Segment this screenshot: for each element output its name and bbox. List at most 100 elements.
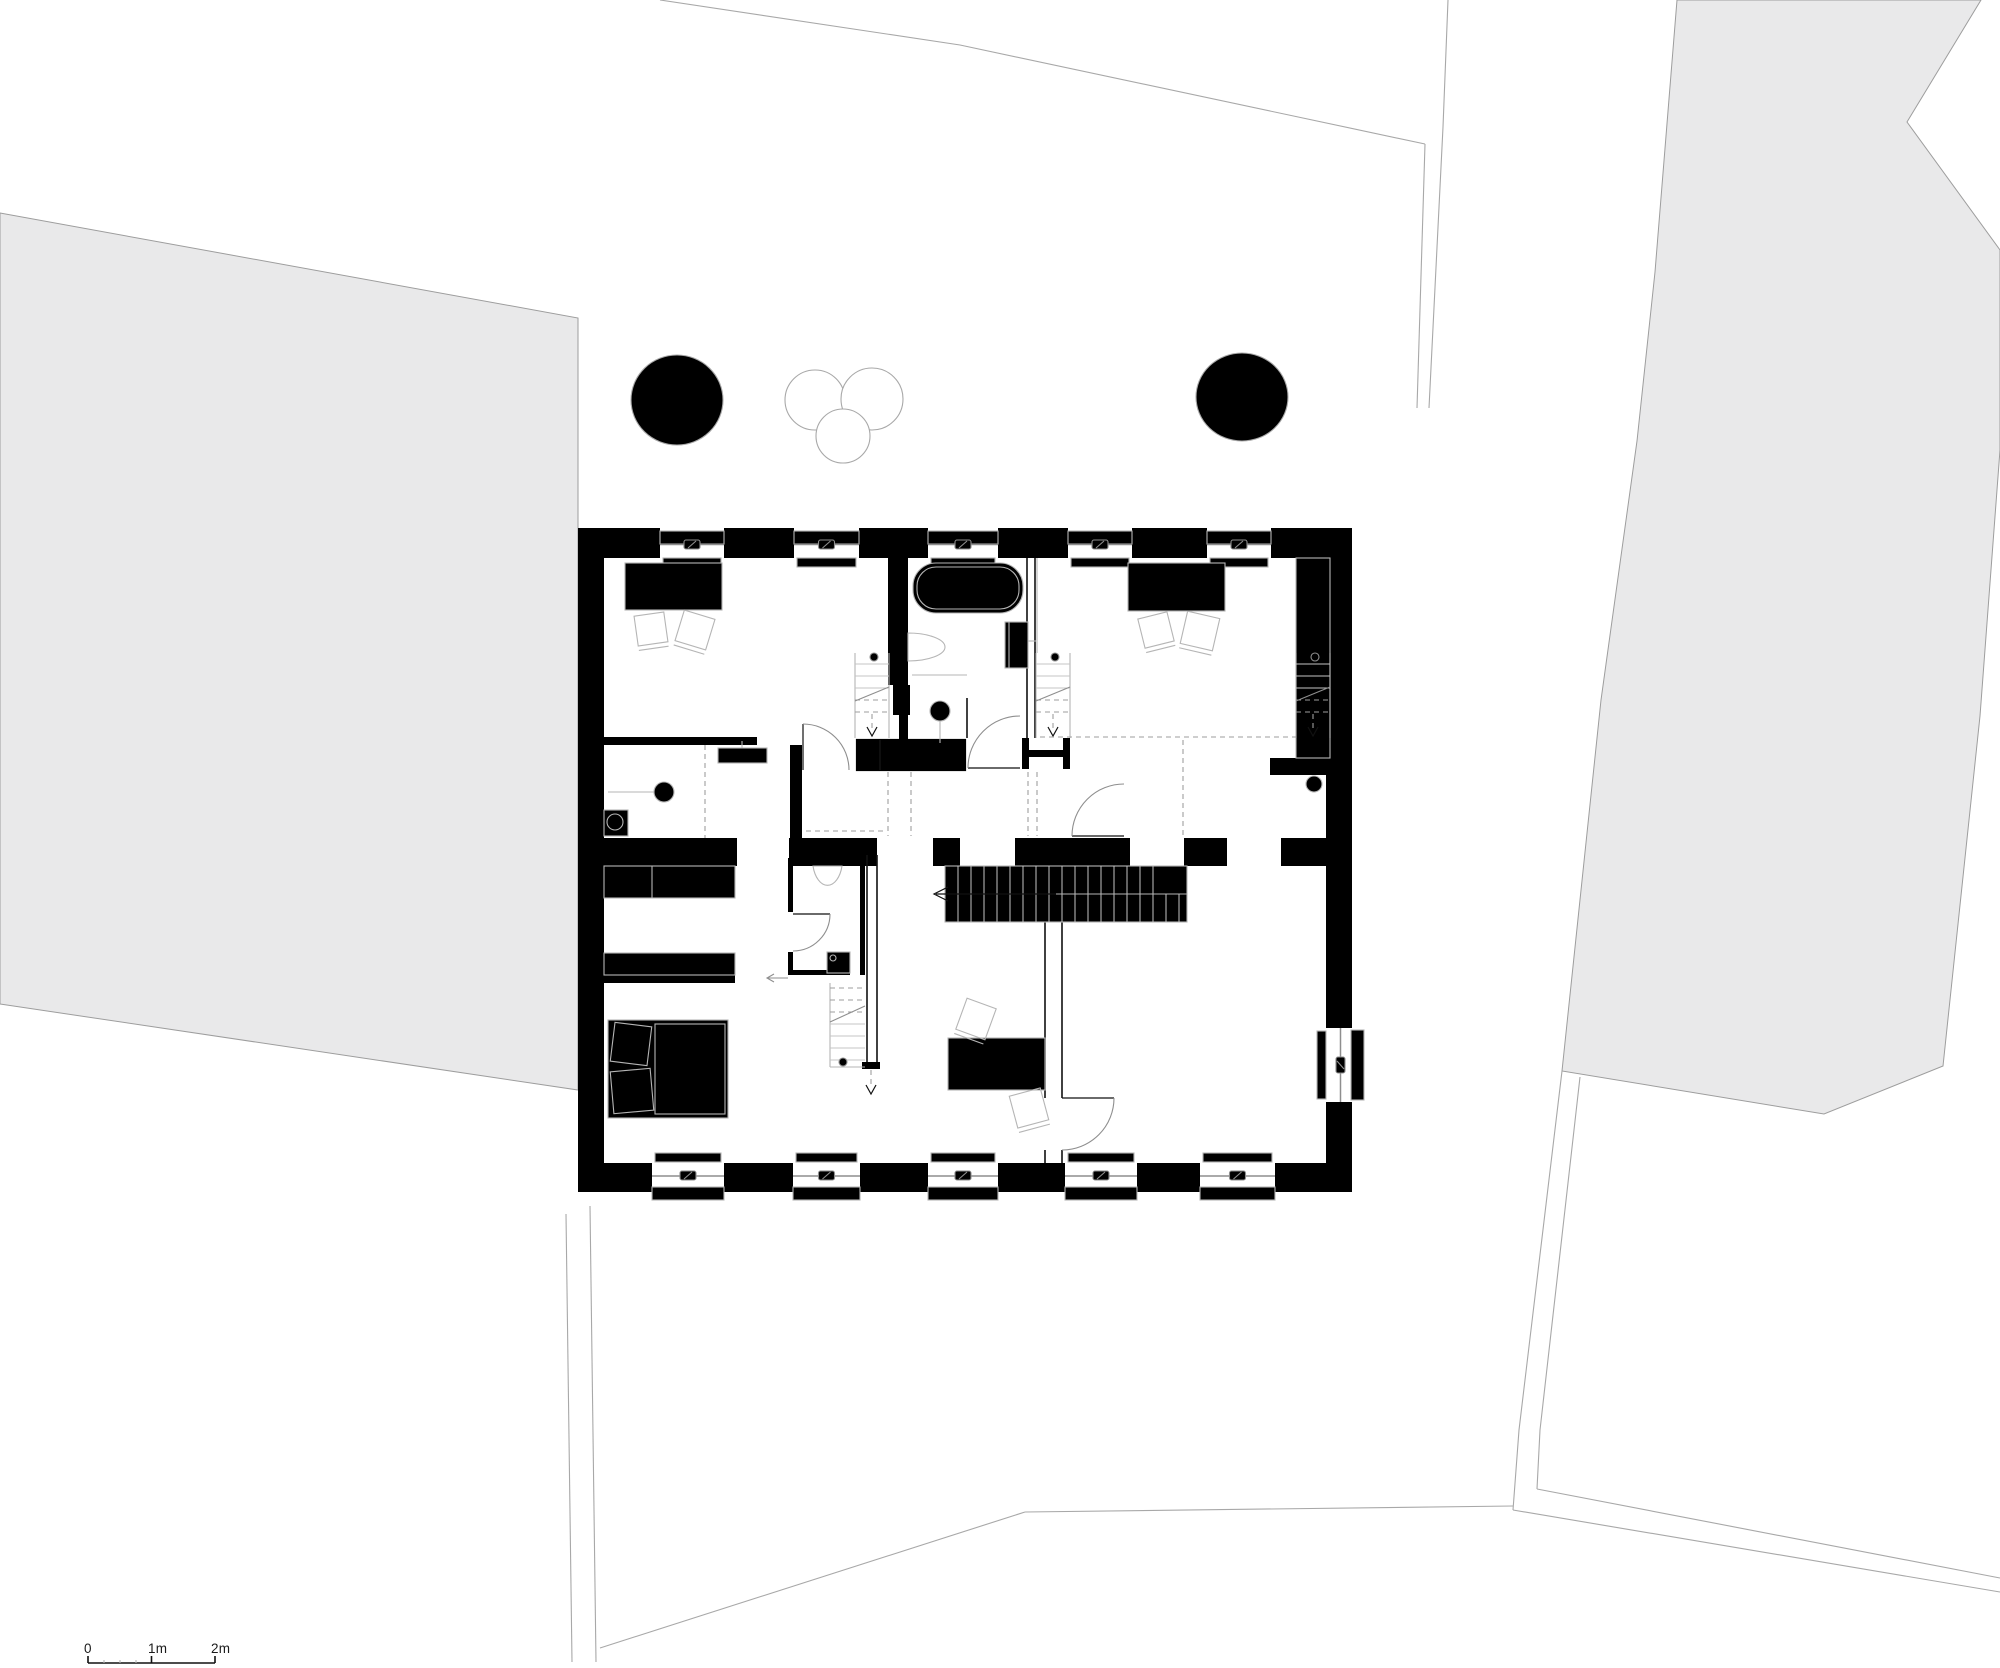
window-sill-outer [651, 1186, 725, 1201]
tree-middle-lobe-bottom [815, 408, 871, 464]
attic-ladder [854, 652, 890, 738]
wall-bed-niche [604, 975, 735, 983]
door-swing [792, 913, 831, 952]
ladder-newel [869, 652, 879, 662]
layer-windows [651, 530, 1365, 1201]
window-symbol-slash [1095, 540, 1105, 549]
bed-mattress [654, 1023, 726, 1115]
wall-top-pier [1132, 528, 1207, 558]
window-symbol-slash [683, 1171, 693, 1180]
hall-east-circle [1305, 775, 1323, 793]
attic-ladder [1295, 652, 1331, 738]
wall-middle [604, 838, 737, 866]
toilet-wc [653, 781, 675, 803]
path-north-right-line [1428, 0, 1449, 409]
window-symbol-slash [1096, 1171, 1106, 1180]
wall-top-pier [998, 528, 1068, 558]
wall-hall-east-stub [1270, 758, 1326, 775]
chair-outline [633, 611, 669, 647]
desk-room-ne [1127, 562, 1226, 612]
ladder-arrow-head [1047, 726, 1059, 738]
window-north [793, 530, 860, 568]
chair-outline [1137, 611, 1175, 649]
chair [1179, 610, 1221, 656]
window-symbol-slash [1336, 1060, 1345, 1070]
wall-middle [1281, 838, 1326, 866]
desk-room-sm [947, 1037, 1046, 1091]
layer-walls [578, 528, 1352, 1192]
window-sill-outer [927, 1186, 999, 1201]
window-east [1316, 1028, 1365, 1102]
door-swing [1071, 783, 1125, 837]
chair-backrest [1146, 644, 1176, 654]
window-symbol-slash [687, 540, 697, 549]
window-south [927, 1152, 999, 1201]
wall-middle [1184, 838, 1227, 866]
window-sill-inner [795, 1152, 858, 1163]
wall-middle [933, 838, 960, 866]
window-north [1206, 530, 1272, 568]
window-north [927, 530, 999, 568]
bathtub-inner [916, 566, 1020, 610]
boundary-line-north [659, 0, 1426, 145]
shower-shelf [1004, 621, 1029, 669]
chair [1137, 611, 1176, 654]
ladder-newel [1310, 652, 1320, 662]
window-symbol-slash [822, 1171, 831, 1180]
wall-wc-east [790, 745, 802, 838]
chair [954, 997, 997, 1045]
window-sill-outer [1064, 1186, 1138, 1201]
scalebar-label-1m: 1m [148, 1641, 168, 1656]
wall-top-pier [859, 528, 928, 558]
wall-bottom-pier [1137, 1163, 1200, 1192]
layer-stairs [765, 652, 1331, 1096]
lower-stair-newel [838, 1057, 848, 1067]
window-sill-inner [654, 1152, 722, 1163]
ladder-cut-line [1035, 686, 1071, 702]
main-stair-arrow-head [932, 886, 949, 902]
wall-bath2-south [788, 970, 850, 975]
window-south [651, 1152, 725, 1201]
door-frame-sill [1029, 750, 1063, 757]
path-south-top-line [1536, 1488, 2000, 1579]
chair-outline [1179, 610, 1221, 652]
tree-west [630, 354, 724, 446]
window-symbol-slash [822, 540, 831, 549]
chair-backrest [1179, 647, 1212, 656]
desk-room-nw [624, 562, 723, 611]
chair [673, 609, 716, 655]
door-frame-jamb [1022, 738, 1029, 769]
ladder-arrow-head [866, 726, 878, 738]
washbasin-wc [717, 747, 768, 764]
scalebar [87, 1656, 216, 1664]
wall-bottom-pier [998, 1163, 1065, 1192]
tree-east [1195, 352, 1289, 442]
wall-bath2-east [860, 858, 865, 975]
window-sill-inner [1070, 557, 1130, 568]
sink-bath [907, 632, 946, 662]
path-west-left-line [565, 1213, 573, 1663]
ladder-newel [1050, 652, 1060, 662]
wall-bath-west [888, 558, 908, 685]
window-north [659, 530, 725, 568]
shower-bath2-drain [829, 954, 837, 962]
ladder-arrow-head [1307, 726, 1319, 738]
neighbor-building-west [0, 212, 579, 1091]
chair [1008, 1087, 1051, 1133]
window-sill-inner [930, 1152, 996, 1163]
window-sill-outer [792, 1186, 861, 1201]
window-sill-inner [796, 557, 857, 568]
chair-backrest [638, 645, 669, 651]
window-sill-inner [1202, 1152, 1273, 1163]
wc-corner-drain [606, 813, 624, 831]
wall-west [578, 528, 604, 1192]
hall-arrow-head [765, 973, 775, 983]
window-symbol-slash [958, 1171, 968, 1180]
chair [633, 611, 669, 651]
bed-pillow [609, 1021, 653, 1067]
window-south [792, 1152, 861, 1201]
door-swing [967, 715, 1021, 769]
